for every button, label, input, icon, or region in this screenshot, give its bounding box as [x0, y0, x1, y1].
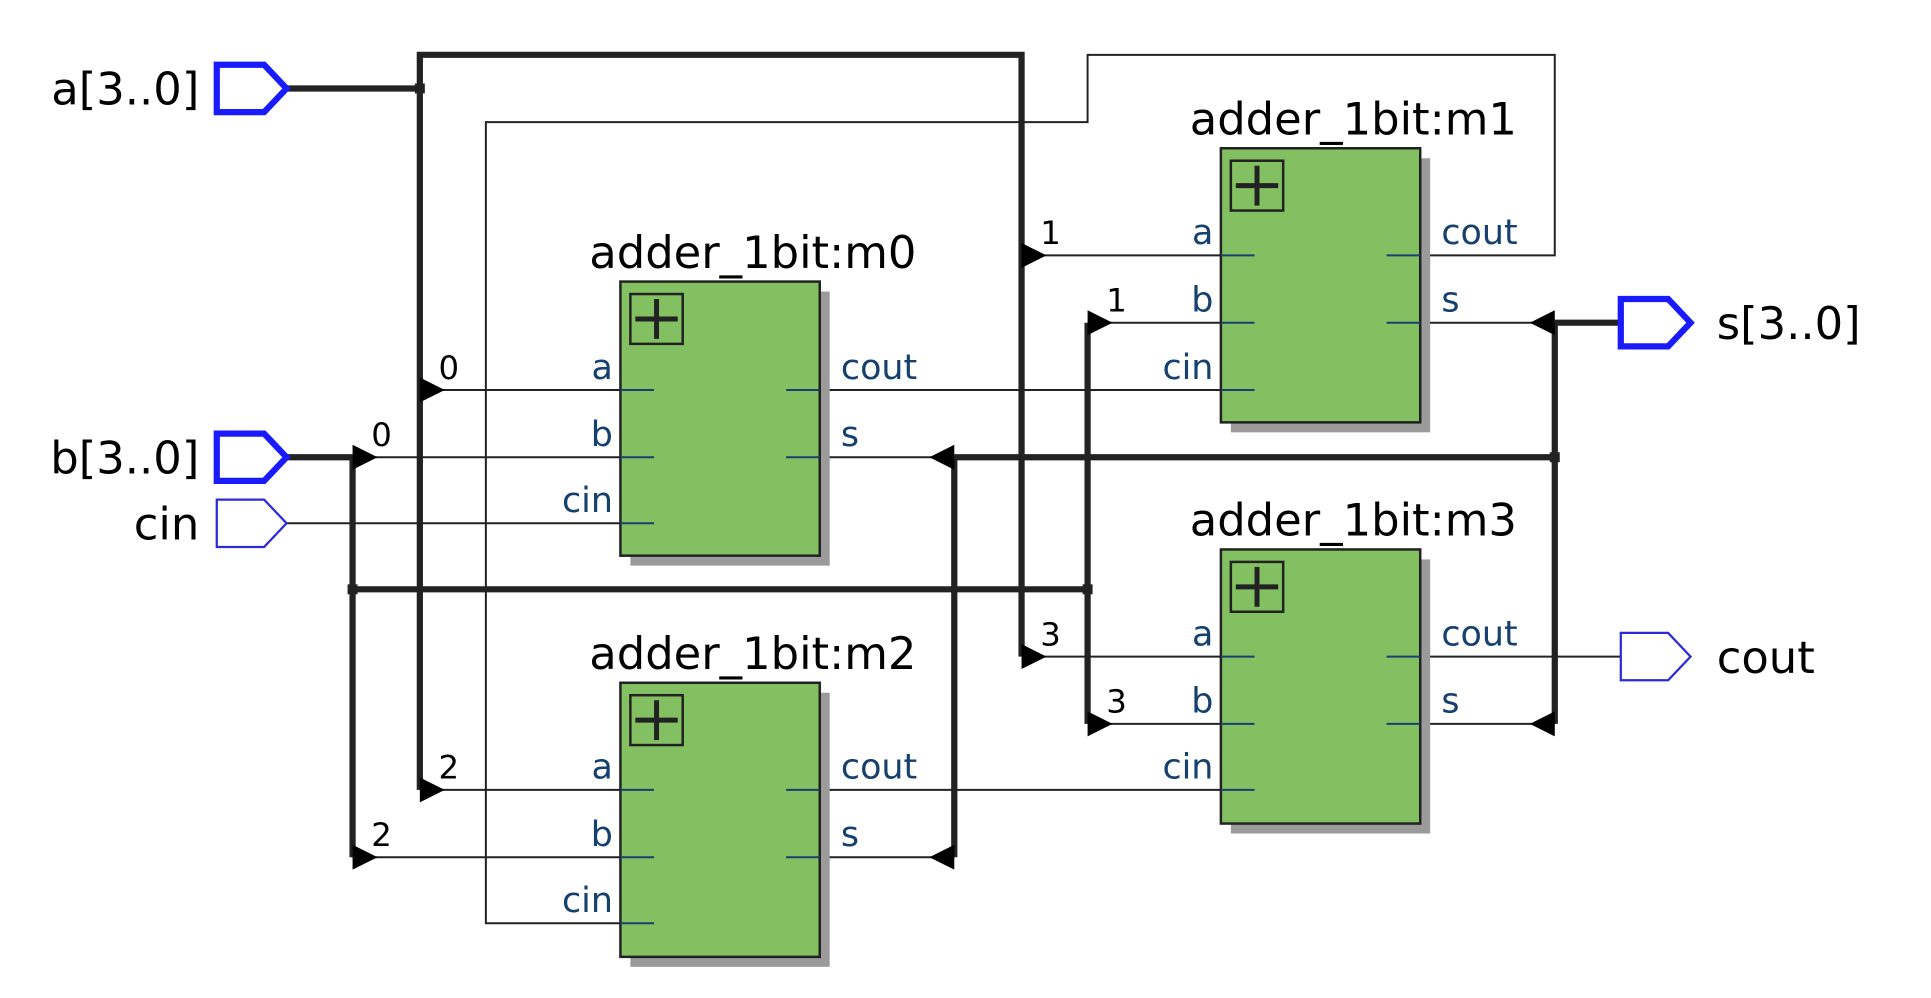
plus-icon — [1229, 159, 1285, 212]
junction-b-right — [1082, 584, 1093, 595]
m2-pin-cin-label: cin — [562, 881, 613, 921]
ripper-a0 — [419, 377, 445, 403]
plus-icon — [1229, 560, 1285, 613]
m1-pin-a-label: a — [1192, 213, 1213, 253]
m1-pin-cout-label: cout — [1441, 213, 1517, 253]
m0-pin-cout-label: cout — [841, 348, 917, 388]
m3-pin-a-label: a — [1192, 614, 1213, 654]
bit-labels: 0 0 2 2 1 1 3 3 — [371, 214, 1127, 854]
ripper-arrows — [352, 242, 1555, 870]
junction-s — [1549, 452, 1560, 463]
output-port-cout-label: cout — [1717, 631, 1815, 684]
junction-b-left — [347, 584, 358, 595]
ripper-b1 — [1087, 310, 1113, 336]
bit-label-m0-b: 0 — [371, 416, 392, 454]
ripper-s0 — [929, 444, 955, 470]
ripper-b3 — [1087, 711, 1113, 737]
bit-label-m2-b: 2 — [371, 816, 392, 854]
module-m0-body[interactable] — [619, 280, 821, 557]
m1-pin-b-label: b — [1191, 280, 1213, 320]
output-port-cout-symbol[interactable] — [1619, 631, 1693, 682]
module-m1[interactable]: adder_1bit:m1 a b cin cout s — [1162, 93, 1518, 433]
ripper-a1 — [1021, 242, 1047, 268]
module-m0[interactable]: adder_1bit:m0 a b cin cout s — [562, 226, 917, 566]
m3-pin-s-label: s — [1441, 682, 1459, 722]
plus-icon — [629, 292, 684, 346]
module-m3-body[interactable] — [1219, 548, 1422, 825]
m2-pin-s-label: s — [841, 815, 859, 855]
m1-pin-cin-label: cin — [1162, 348, 1213, 388]
ripper-s1 — [1529, 310, 1555, 336]
junctions — [347, 83, 1560, 595]
module-m2[interactable]: adder_1bit:m2 a b cin cout s — [562, 627, 917, 967]
module-m0-title: adder_1bit:m0 — [589, 226, 916, 279]
m2-pin-b-label: b — [591, 815, 613, 855]
input-port-a-symbol[interactable] — [213, 61, 291, 116]
bus-wires — [286, 51, 1621, 858]
bit-label-m3-a: 3 — [1040, 615, 1061, 653]
bus-a-trunk — [416, 51, 1025, 790]
input-port-b-symbol[interactable] — [213, 430, 291, 485]
ripper-b0 — [352, 444, 378, 470]
bit-label-m1-a: 1 — [1040, 214, 1061, 252]
output-port-s[interactable]: s[3..0] — [1617, 295, 1861, 350]
m0-pin-cin-label: cin — [562, 481, 613, 521]
m3-pin-cin-label: cin — [1162, 748, 1213, 788]
m3-pin-cout-label: cout — [1441, 614, 1517, 654]
module-m3-title: adder_1bit:m3 — [1190, 494, 1517, 547]
m0-pin-b-label: b — [591, 415, 613, 455]
module-m3[interactable]: adder_1bit:m3 a b cin cout s — [1162, 494, 1518, 834]
module-m2-title: adder_1bit:m2 — [589, 627, 916, 680]
m2-pin-cout-label: cout — [841, 748, 917, 788]
ripper-a3 — [1021, 644, 1047, 670]
bit-label-m0-a: 0 — [439, 349, 460, 387]
input-port-a-label: a[3..0] — [51, 63, 199, 116]
input-port-cin-label: cin — [134, 497, 200, 550]
bit-label-m3-b: 3 — [1106, 683, 1127, 721]
module-m1-title: adder_1bit:m1 — [1190, 93, 1517, 146]
input-port-b-label: b[3..0] — [50, 431, 199, 484]
input-port-cin-symbol[interactable] — [215, 498, 289, 549]
m2-pin-a-label: a — [592, 748, 613, 788]
m1-pin-s-label: s — [1441, 280, 1459, 320]
plus-icon — [629, 693, 684, 747]
module-m2-body[interactable] — [619, 681, 821, 959]
m0-pin-s-label: s — [841, 415, 859, 455]
module-m1-body[interactable] — [1219, 147, 1422, 424]
input-port-a[interactable]: a[3..0] — [51, 61, 291, 116]
m0-pin-a-label: a — [592, 348, 613, 388]
junction-a — [414, 83, 425, 94]
bit-label-m1-b: 1 — [1106, 281, 1127, 319]
ripper-a2 — [419, 777, 445, 803]
input-port-cin[interactable]: cin — [134, 497, 289, 550]
m3-pin-b-label: b — [1191, 682, 1213, 722]
output-port-s-label: s[3..0] — [1717, 297, 1861, 350]
output-port-cout[interactable]: cout — [1619, 631, 1815, 684]
ripper-s3 — [1529, 711, 1555, 737]
ripper-b2 — [352, 844, 378, 870]
ripper-s2 — [929, 844, 955, 870]
input-port-b[interactable]: b[3..0] — [50, 430, 291, 485]
bit-label-m2-a: 2 — [439, 749, 460, 787]
output-port-s-symbol[interactable] — [1617, 295, 1695, 350]
